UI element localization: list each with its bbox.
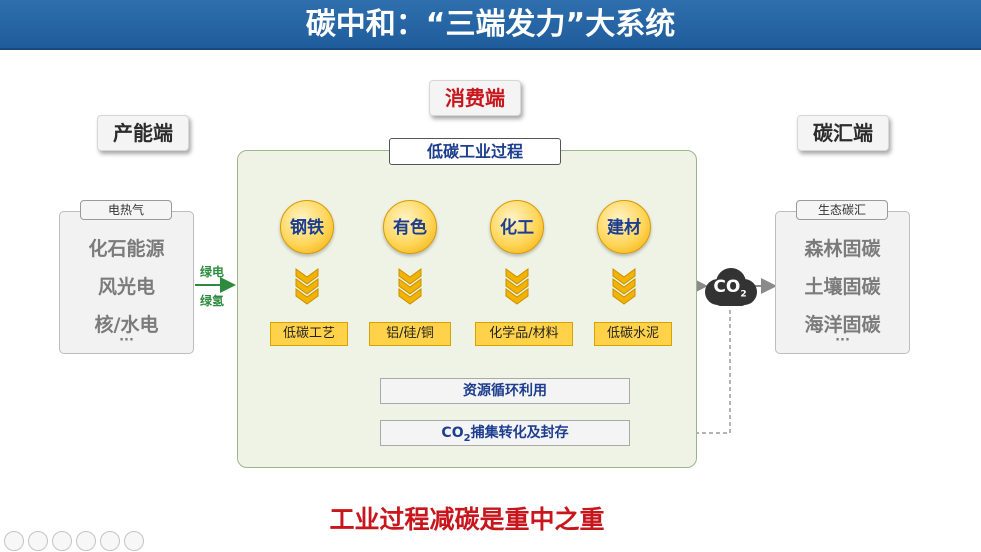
- ccus-suffix: 捕集转化及封存: [470, 425, 569, 441]
- process-box-steel: 低碳工艺: [270, 322, 348, 346]
- chevron-down-icon: [612, 268, 636, 305]
- green-label-electricity: 绿电: [200, 265, 225, 279]
- prev-slide-icon[interactable]: [4, 531, 24, 551]
- chevron-down-icon: [398, 268, 422, 305]
- ccus-prefix: CO: [441, 425, 464, 441]
- process-box-chemical: 化学品/材料: [475, 322, 573, 346]
- sink-label-text: 碳汇端: [813, 121, 873, 145]
- co2-cloud-icon: [705, 268, 757, 306]
- producer-item-fossil: 化石能源: [88, 238, 165, 260]
- low-carbon-process-box: 低碳工业过程: [389, 138, 561, 165]
- sink-item-more: ···: [835, 333, 850, 348]
- co2-cloud-label: CO2: [700, 277, 760, 299]
- producer-label-text: 产能端: [113, 121, 173, 145]
- producer-item-nuclear-hydro: 核/水电: [94, 314, 159, 336]
- industry-circle-chemical: 化工: [490, 200, 544, 254]
- ccus-subscript: 2: [463, 432, 471, 444]
- title-bar: [0, 0, 981, 50]
- sink-label: 碳汇端: [797, 115, 889, 151]
- resource-recycle-box: 资源循环利用: [380, 378, 630, 404]
- producer-tag: 电热气: [80, 200, 172, 220]
- sink-tag: 生态碳汇: [796, 200, 888, 220]
- slides-icon[interactable]: [76, 531, 96, 551]
- slide-toolbar: [0, 528, 981, 552]
- green-label-hydrogen: 绿氢: [200, 294, 225, 308]
- sink-item-ocean: 海洋固碳: [804, 314, 881, 336]
- industry-circle-nonferrous: 有色: [383, 200, 437, 254]
- process-box-nonferrous: 铝/硅/铜: [369, 322, 451, 346]
- more-icon[interactable]: [124, 531, 144, 551]
- producer-item-wind-solar: 风光电: [97, 276, 155, 298]
- consumer-label-text: 消费端: [445, 86, 505, 110]
- process-box-building-materials: 低碳水泥: [594, 322, 672, 346]
- bottom-emphasis-text: 工业过程减碳是重中之重: [329, 505, 605, 534]
- page-title: 碳中和：“三端发力”大系统: [305, 7, 676, 42]
- industry-circle-building-materials: 建材: [597, 200, 651, 254]
- play-icon[interactable]: [28, 531, 48, 551]
- chevron-down-icon: [505, 268, 529, 305]
- chevron-down-icon: [295, 268, 319, 305]
- producer-label: 产能端: [97, 115, 189, 151]
- pen-icon[interactable]: [52, 531, 72, 551]
- zoom-icon[interactable]: [100, 531, 120, 551]
- industry-circle-steel: 钢铁: [280, 200, 334, 254]
- producer-item-more: ···: [119, 333, 134, 348]
- producer-box: [59, 211, 194, 354]
- ccus-box: CO2捕集转化及封存: [380, 420, 630, 446]
- sink-item-forest: 森林固碳: [804, 238, 881, 260]
- co2-cloud-main: CO: [713, 277, 741, 297]
- co2-cloud-sub: 2: [740, 289, 747, 300]
- consumer-label: 消费端: [429, 80, 521, 116]
- sink-item-soil: 土壤固碳: [804, 276, 881, 298]
